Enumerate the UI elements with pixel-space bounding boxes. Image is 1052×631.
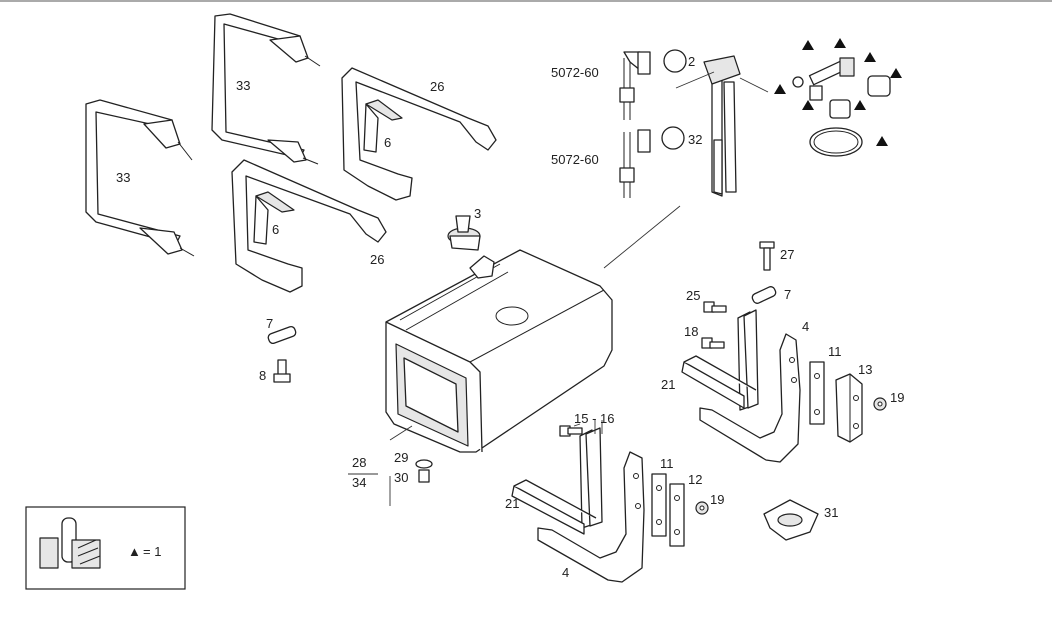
sender-fittings xyxy=(792,57,891,157)
ring-2 xyxy=(663,49,687,73)
label-13: 13 xyxy=(858,362,872,377)
bolt-15-16 xyxy=(559,425,583,437)
label-21-lower: 21 xyxy=(505,496,519,511)
bolt-18 xyxy=(701,337,725,349)
leader-lines xyxy=(573,420,603,434)
pad-31 xyxy=(763,499,819,541)
label-7-right: 7 xyxy=(784,287,791,302)
bracket-26-lower xyxy=(231,159,387,293)
label-4-lower: 4 xyxy=(562,565,569,580)
fuel-tank xyxy=(385,205,681,453)
plate-11-lower xyxy=(651,473,667,537)
bolt-25 xyxy=(703,301,727,313)
label-4-right: 4 xyxy=(802,319,809,334)
drain-plug xyxy=(348,425,433,506)
strap-33-lower xyxy=(85,99,195,257)
label-31: 31 xyxy=(824,505,838,520)
label-21-right: 21 xyxy=(661,377,675,392)
label-sensor-lower: 5072-60 xyxy=(551,152,599,167)
bracket-4-lower xyxy=(511,427,645,583)
label-32: 32 xyxy=(688,132,702,147)
bracket-26-upper xyxy=(341,67,497,201)
pin-7-right xyxy=(751,286,777,304)
nut-19-right xyxy=(873,397,887,411)
sensor-wire-upper xyxy=(619,51,651,120)
bracket-13 xyxy=(835,373,863,443)
label-7-left: 7 xyxy=(266,316,273,331)
label-18: 18 xyxy=(684,324,698,339)
label-15-16: 15 - 16 xyxy=(574,411,614,426)
cap-3 xyxy=(447,215,481,251)
plate-12 xyxy=(669,483,685,547)
label-3: 3 xyxy=(474,206,481,221)
label-34: 34 xyxy=(352,475,366,490)
label-26-upper: 26 xyxy=(430,79,444,94)
label-33-lower: 33 xyxy=(116,170,130,185)
label-8: 8 xyxy=(259,368,266,383)
bracket-4-right xyxy=(681,309,801,463)
sensor-wire-lower xyxy=(619,129,651,198)
kit-icon xyxy=(39,517,101,569)
legend-triangle-symbol: ▲ xyxy=(128,544,141,559)
strap-33-upper xyxy=(211,13,321,165)
level-sender xyxy=(675,55,769,197)
label-26-lower: 26 xyxy=(370,252,384,267)
label-30: 30 xyxy=(394,470,408,485)
label-28: 28 xyxy=(352,455,366,470)
legend-box: ▲ = 1 xyxy=(25,506,186,590)
legend-equals-text: = 1 xyxy=(143,544,161,559)
label-19-right: 19 xyxy=(890,390,904,405)
triangle-markers xyxy=(774,38,902,146)
label-11-right: 11 xyxy=(828,344,842,359)
label-25: 25 xyxy=(686,288,700,303)
pin-7-left xyxy=(267,325,297,345)
label-29: 29 xyxy=(394,450,408,465)
label-19-lower: 19 xyxy=(710,492,724,507)
plate-11-right xyxy=(809,361,825,425)
ring-32 xyxy=(661,126,685,150)
label-6-upper: 6 xyxy=(384,135,391,150)
label-27: 27 xyxy=(780,247,794,262)
nut-19-lower xyxy=(695,501,709,515)
bolt-8 xyxy=(273,359,291,383)
label-sensor-upper: 5072-60 xyxy=(551,65,599,80)
label-2: 2 xyxy=(688,54,695,69)
label-33-upper: 33 xyxy=(236,78,250,93)
label-12: 12 xyxy=(688,472,702,487)
label-6-lower: 6 xyxy=(272,222,279,237)
bolt-27 xyxy=(759,241,775,271)
label-11-lower: 11 xyxy=(660,456,674,471)
